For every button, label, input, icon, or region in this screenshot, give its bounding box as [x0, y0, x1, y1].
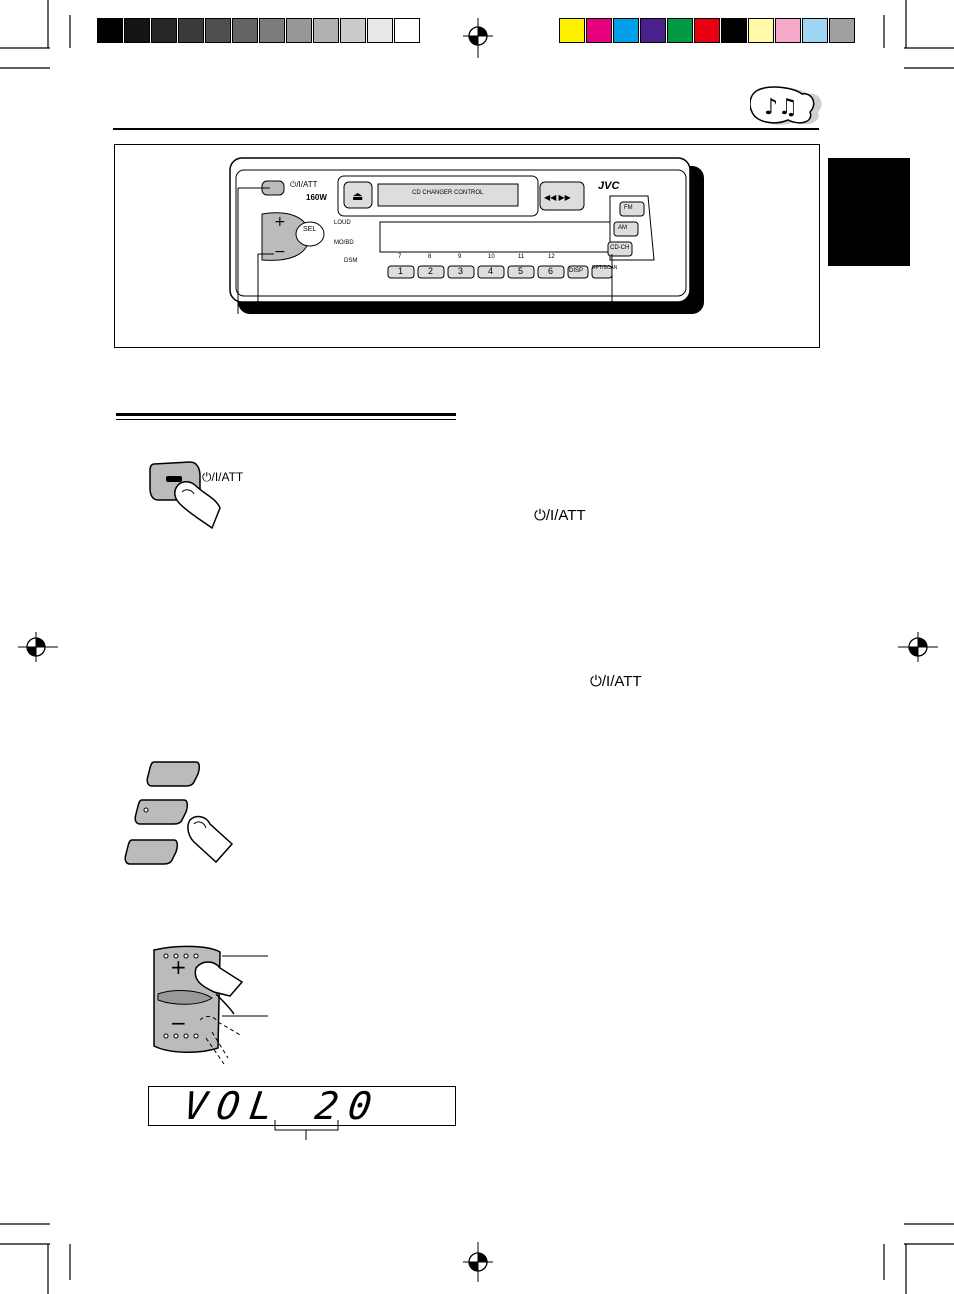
color-swatch	[802, 18, 828, 43]
section-rule	[116, 413, 456, 416]
color-swatch	[559, 18, 585, 43]
faceplate-preset-secondary-label: 8	[428, 254, 432, 260]
faceplate-fm-label: FM	[624, 205, 633, 211]
faceplate-preset-label: 4	[488, 266, 494, 276]
faceplate-preset-label: 3	[458, 266, 464, 276]
faceplate-rpt-scan-label: RPT/SCAN	[592, 265, 618, 271]
svg-text:+: +	[170, 955, 187, 979]
gray-swatch	[205, 18, 231, 43]
color-swatch	[829, 18, 855, 43]
color-swatch	[775, 18, 801, 43]
gray-swatch	[124, 18, 150, 43]
power-button-label: ⏻/I/ATT	[202, 470, 244, 484]
inline-power-label-1: ⏻/I/ATT	[534, 507, 586, 524]
gray-swatch	[178, 18, 204, 43]
faceplate-preset-secondary-label: 12	[548, 254, 555, 260]
gray-swatch	[232, 18, 258, 43]
inline-power-label-2: ⏻/I/ATT	[590, 673, 642, 690]
svg-text:◀◀ ▶▶: ◀◀ ▶▶	[544, 193, 572, 202]
svg-text:⏏: ⏏	[352, 189, 363, 203]
faceplate-preset-secondary-label: 9	[458, 254, 462, 260]
color-swatch	[640, 18, 666, 43]
svg-text:−: −	[170, 1011, 187, 1035]
faceplate-preset-secondary-label: 7	[398, 254, 402, 260]
source-buttons-illustration	[124, 761, 234, 865]
gray-swatch	[151, 18, 177, 43]
faceplate-wattage: 160W	[306, 193, 327, 202]
faceplate-preset-secondary-label: 11	[518, 254, 525, 260]
header-rule	[113, 128, 819, 130]
lcd-volume-bracket	[274, 1120, 339, 1140]
faceplate-preset-secondary-label: 10	[488, 254, 495, 260]
gray-swatch	[97, 18, 123, 43]
music-notes-icon: ♪♫	[750, 86, 822, 125]
section-rule-thin	[116, 419, 456, 420]
color-swatch	[721, 18, 747, 43]
svg-text:+: +	[274, 214, 286, 230]
faceplate-cdch-label: CD-CH	[610, 245, 630, 251]
power-button-press-illustration	[149, 461, 221, 530]
faceplate-preset-label: 1	[398, 266, 404, 276]
faceplate-am-label: AM	[618, 225, 627, 231]
lcd-display	[148, 1086, 456, 1126]
gray-swatch	[259, 18, 285, 43]
faceplate-brand-logo: JVC	[598, 180, 620, 192]
gray-swatch	[367, 18, 393, 43]
gray-swatch	[313, 18, 339, 43]
faceplate-dsm-label: DSM	[344, 258, 358, 264]
faceplate-preset-label: 5	[518, 266, 524, 276]
faceplate-preset-label: 6	[548, 266, 554, 276]
color-swatch	[748, 18, 774, 43]
registration-target-left	[18, 632, 58, 662]
registration-target-bottom	[463, 1242, 493, 1282]
language-tab	[828, 158, 910, 266]
svg-text:♪♫: ♪♫	[764, 95, 798, 120]
volume-rocker-illustration: + −	[153, 945, 268, 1065]
faceplate-mono-label: MO/BD	[334, 240, 354, 246]
svg-text:−: −	[274, 244, 286, 260]
faceplate-power-label: ⏻/I/ATT	[290, 180, 318, 189]
registration-target-top	[463, 18, 493, 58]
callout-lines	[237, 187, 613, 314]
car-stereo-faceplate: + − ⏏ ◀◀ ▶▶	[229, 157, 704, 314]
faceplate-loud-label: LOUD	[334, 220, 351, 226]
gray-swatch	[340, 18, 366, 43]
color-swatch	[667, 18, 693, 43]
gray-swatch	[394, 18, 420, 43]
color-swatch	[694, 18, 720, 43]
faceplate-cd-changer-label: CD CHANGER CONTROL	[412, 190, 484, 196]
diagram-frame	[114, 144, 820, 348]
faceplate-disp-label: DISP	[569, 268, 584, 274]
faceplate-sel-label: SEL	[303, 226, 317, 233]
color-swatch	[586, 18, 612, 43]
registration-target-right	[898, 632, 938, 662]
color-swatch	[613, 18, 639, 43]
faceplate-preset-label: 2	[428, 266, 434, 276]
gray-swatch	[286, 18, 312, 43]
